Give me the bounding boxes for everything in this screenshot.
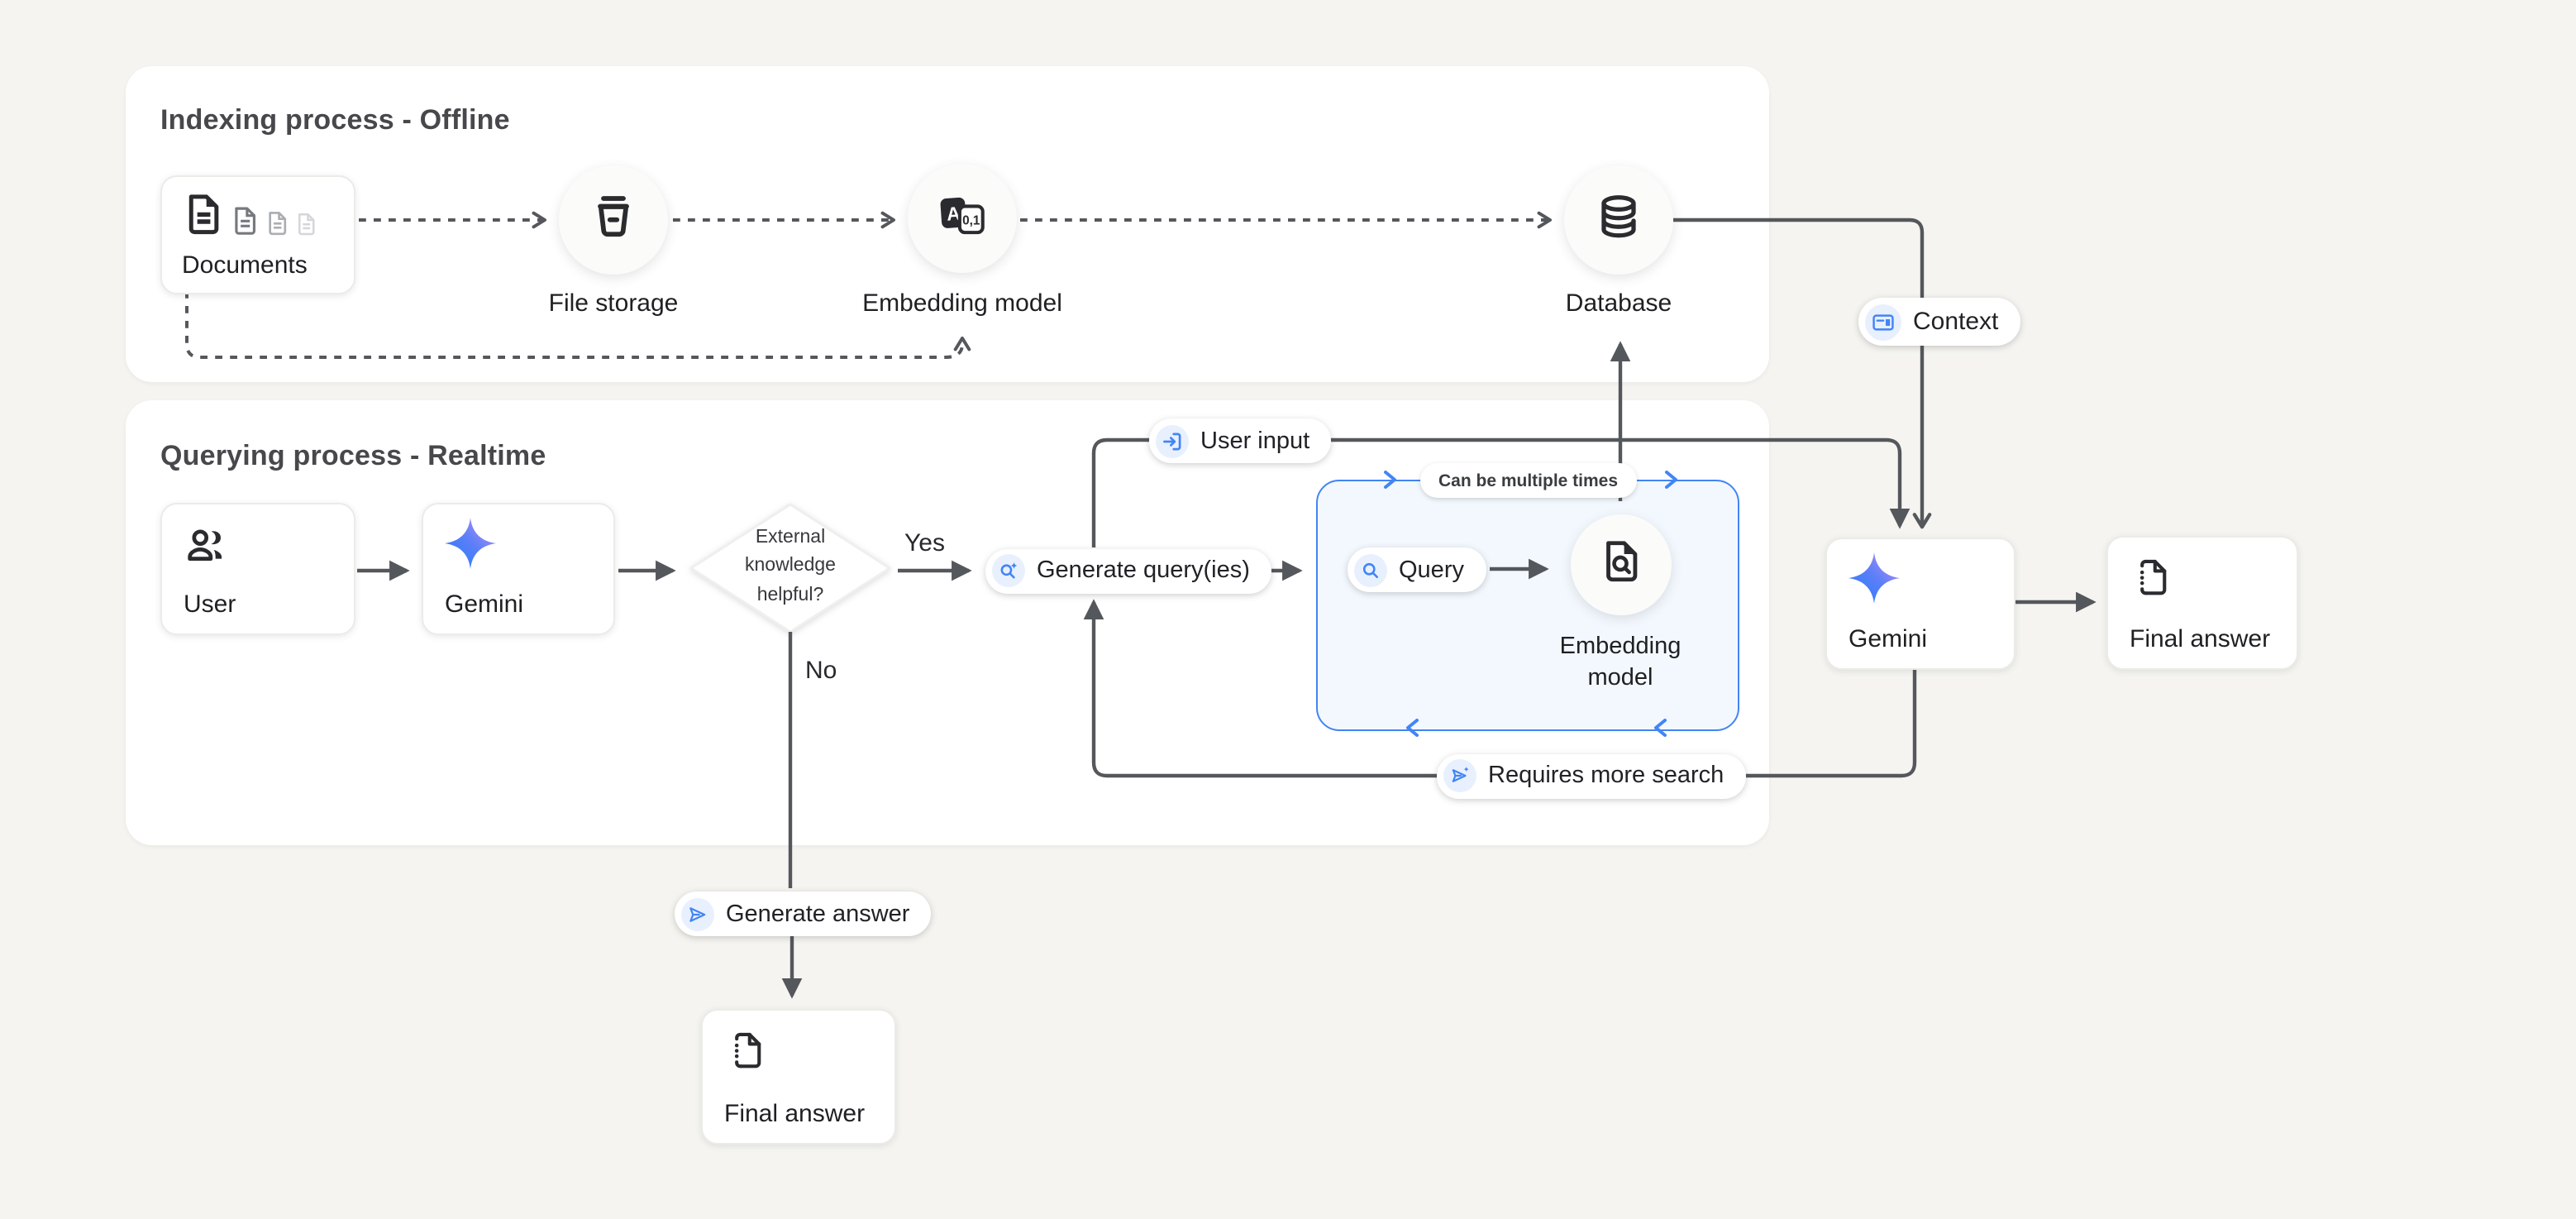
search-icon: [1354, 553, 1387, 586]
generate-query-pill: Generate query(ies): [985, 548, 1271, 593]
decision-line-1: External: [696, 524, 885, 553]
requires-more-search-pill: Requires more search: [1437, 753, 1745, 798]
decision-diamond-text: External knowledge helpful?: [696, 524, 885, 610]
generate-answer-pill-label: Generate answer: [726, 901, 909, 927]
documents-node: Documents: [160, 175, 355, 294]
embedding-icon-digits: 0,1: [962, 213, 980, 227]
indexing-panel-title: Indexing process - Offline: [160, 104, 510, 137]
final-answer-no-branch-label: Final answer: [724, 1100, 865, 1128]
documents-node-label: Documents: [182, 251, 308, 280]
users-icon: [184, 523, 228, 576]
querying-panel-title: Querying process - Realtime: [160, 440, 546, 473]
database-label: Database: [1486, 289, 1751, 318]
gemini-star-icon: [445, 518, 496, 577]
gemini-node: Gemini: [422, 503, 615, 635]
final-answer-no-branch-node: Final answer: [701, 1009, 896, 1145]
database-icon: [1594, 191, 1643, 249]
send-spark-icon: [1443, 759, 1476, 792]
gemini-final-node-label: Gemini: [1849, 625, 1927, 653]
generate-query-pill-label: Generate query(ies): [1037, 557, 1250, 584]
requires-more-search-pill-label: Requires more search: [1488, 762, 1724, 789]
query-pill: Query: [1348, 547, 1486, 592]
embedding-model-label: Embedding model: [797, 289, 1128, 318]
user-node-label: User: [184, 590, 236, 619]
embedding-model-loop-label-line2: model: [1529, 663, 1711, 695]
draft-doc-icon: [724, 1029, 767, 1080]
database-node: [1564, 165, 1673, 275]
article-icon: [1865, 304, 1901, 340]
final-answer-node: Final answer: [2106, 536, 2298, 670]
file-storage-icon: [589, 191, 638, 249]
embedding-model-loop-label: Embedding model: [1529, 632, 1711, 695]
embedding-model-node: A 0,1: [908, 164, 1017, 273]
loop-note-label: Can be multiple times: [1438, 471, 1618, 490]
file-storage-label: File storage: [481, 289, 746, 318]
user-input-pill-label: User input: [1200, 428, 1309, 454]
doc-search-icon: [1597, 537, 1645, 593]
login-arrow-icon: [1156, 424, 1189, 457]
file-storage-node: [559, 165, 668, 275]
send-icon: [681, 897, 714, 930]
translate-embedding-icon: A 0,1: [937, 189, 987, 247]
user-input-pill: User input: [1149, 418, 1331, 463]
user-node: User: [160, 503, 355, 635]
decision-line-3: helpful?: [696, 581, 885, 610]
query-pill-label: Query: [1399, 557, 1464, 583]
yes-edge-label: Yes: [904, 529, 964, 557]
documents-icon: [182, 192, 319, 237]
gemini-star-icon: [1849, 552, 1900, 612]
gemini-final-node: Gemini: [1825, 538, 2015, 670]
draft-doc-icon: [2130, 556, 2173, 607]
final-answer-node-label: Final answer: [2130, 625, 2270, 653]
search-spark-icon: [992, 554, 1025, 587]
context-pill: Context: [1858, 298, 2020, 346]
no-edge-label: No: [805, 657, 861, 685]
loop-note-pill: Can be multiple times: [1420, 463, 1636, 498]
context-pill-label: Context: [1913, 308, 1998, 336]
generate-answer-pill: Generate answer: [675, 892, 931, 936]
embedding-model-loop-label-line1: Embedding: [1529, 632, 1711, 663]
decision-line-2: knowledge: [696, 553, 885, 582]
embedding-model-loop-node: [1571, 514, 1672, 615]
gemini-node-label: Gemini: [445, 590, 523, 619]
